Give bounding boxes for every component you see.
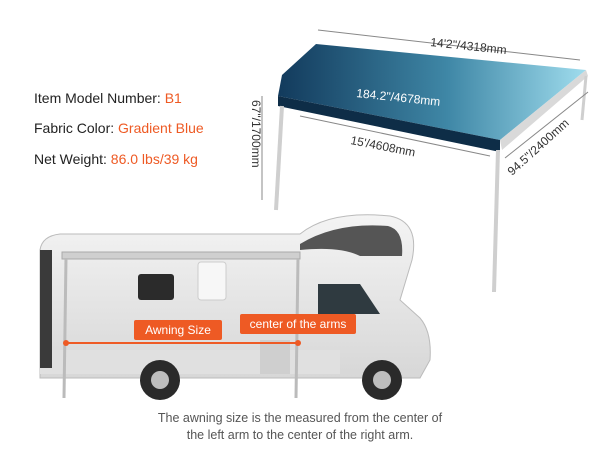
awning-leg-right [492, 149, 500, 293]
caption-line-2: the left arm to the center of the right … [186, 428, 414, 442]
spec-color-label: Fabric Color: [34, 120, 119, 136]
spec-color: Fabric Color: Gradient Blue [34, 120, 204, 136]
rv-awning-case [61, 251, 301, 260]
dim-line-width [299, 115, 491, 157]
awning-size-label: Awning Size [145, 323, 211, 337]
rv-door [260, 340, 290, 374]
rv-window-small [197, 261, 227, 301]
rv-illustration: Awning Size center of the arms [39, 214, 431, 400]
spec-weight: Net Weight: 86.0 lbs/39 kg [34, 151, 198, 167]
awning-leg-left [274, 105, 284, 211]
awning-leg-back [580, 75, 588, 121]
dim-line-top [317, 29, 581, 61]
rv-overcab-stripe [300, 225, 403, 256]
awning-fabric [278, 44, 586, 140]
awning-size-start [63, 340, 69, 346]
arm-center-label: center of the arms [250, 317, 347, 331]
spec-model-label: Item Model Number: [34, 90, 165, 106]
caption-line-1: The awning size is the measured from the… [157, 411, 443, 425]
awning: 14'2"/4318mm 184.2"/4678mm 15'/4608mm 67… [249, 29, 589, 293]
rv-arm-left [62, 257, 68, 399]
dim-line-depth [504, 91, 589, 159]
rv-window-side [138, 274, 174, 300]
awning-size-end [295, 340, 301, 346]
dim-top-width: 14'2"/4318mm [430, 35, 508, 57]
rv-cab-window [318, 284, 380, 314]
rv-wheel-rear-hub [151, 371, 169, 389]
spec-weight-value: 86.0 lbs/39 kg [110, 151, 198, 167]
rv-rear [40, 250, 52, 368]
awning-rail [500, 70, 588, 150]
dim-height: 67"/1700mm [249, 100, 263, 168]
dim-total-width: 15'/4608mm [349, 133, 416, 159]
spec-color-value: Gradient Blue [118, 120, 204, 136]
awning-size-badge [134, 320, 222, 340]
arm-center-badge [240, 314, 356, 334]
spec-model: Item Model Number: B1 [34, 90, 182, 106]
caption: The awning size is the measured from the… [40, 410, 560, 444]
rv-wheel-front-hub [373, 371, 391, 389]
awning-valance [278, 96, 500, 152]
spec-model-value: B1 [164, 90, 182, 106]
spec-weight-label: Net Weight: [34, 151, 111, 167]
